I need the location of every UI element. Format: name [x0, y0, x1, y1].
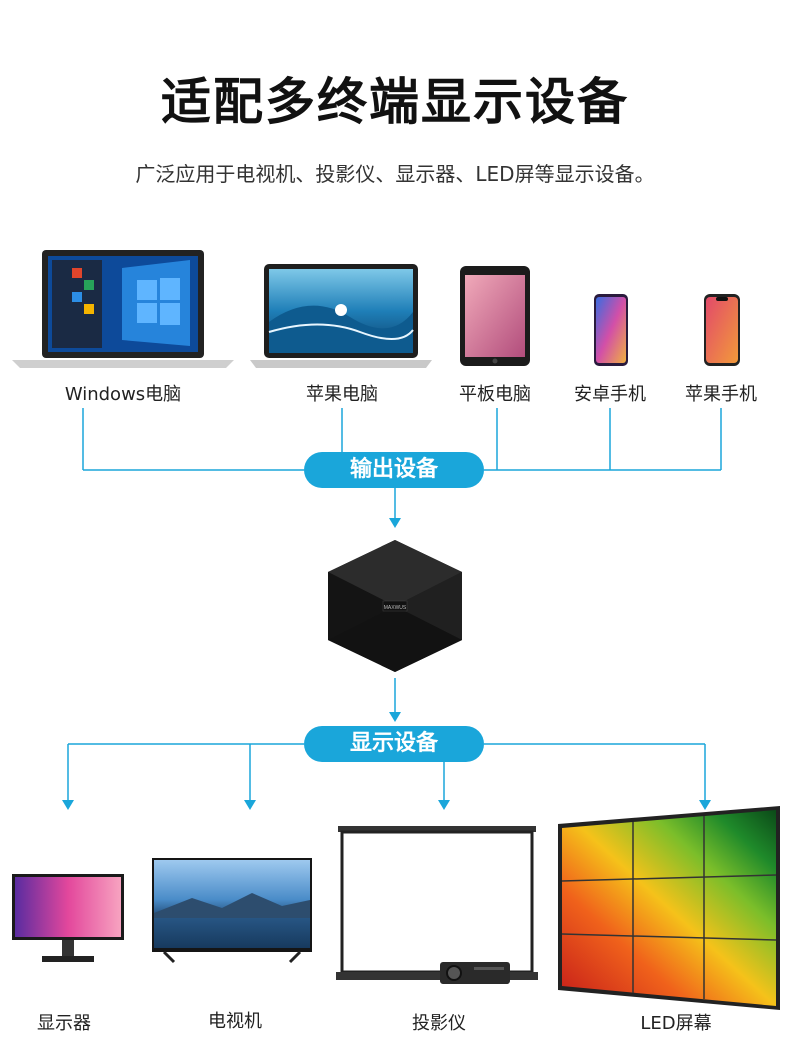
target-label-led: LED屏幕 [640, 1013, 712, 1034]
source-label-android: 安卓手机 [574, 384, 646, 405]
source-label-tablet: 平板电脑 [459, 384, 531, 405]
page-subtitle: 广泛应用于电视机、投影仪、显示器、LED屏等显示设备。 [135, 162, 655, 186]
source-label-iphone: 苹果手机 [685, 384, 757, 405]
monitor-icon [12, 874, 124, 962]
source-label-windows: Windows电脑 [64, 384, 182, 405]
projector-screen-icon [336, 826, 538, 984]
device-brand-text: MAXWUS [384, 605, 407, 611]
macbook-icon [250, 264, 432, 368]
led-wall-icon [558, 806, 780, 1010]
tablet-icon [460, 266, 530, 366]
source-label-mac: 苹果电脑 [306, 384, 378, 405]
display-devices-badge: 显示设备 [304, 726, 484, 762]
android-phone-icon [594, 294, 628, 366]
hdmi-switch-device: MAXWUS [328, 540, 462, 672]
target-label-projector: 投影仪 [412, 1013, 466, 1034]
iphone-icon [704, 294, 740, 366]
target-label-tv: 电视机 [208, 1011, 262, 1032]
output-devices-badge: 输出设备 [304, 452, 484, 488]
windows-laptop-icon [12, 250, 234, 368]
page-title: 适配多终端显示设备 [161, 73, 629, 131]
target-label-monitor: 显示器 [37, 1013, 91, 1034]
tv-icon [152, 858, 312, 964]
